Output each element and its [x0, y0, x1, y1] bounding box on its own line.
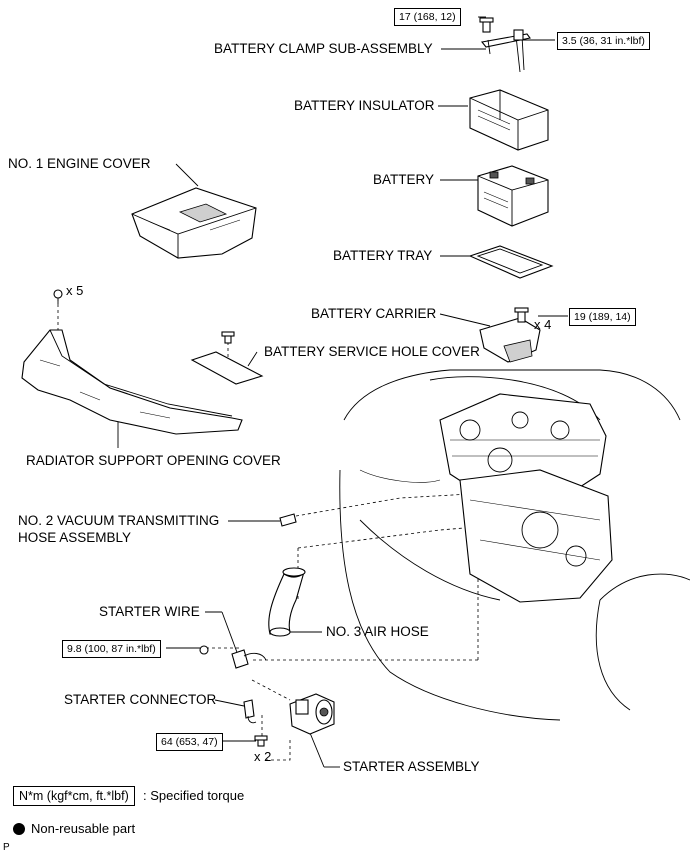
legend-torque-box: N*m (kgf*cm, ft.*lbf): [13, 786, 135, 806]
radiator-cover-drawing: [21, 289, 243, 435]
label-battery-clamp: BATTERY CLAMP SUB-ASSEMBLY: [214, 41, 433, 56]
torque-clamp-bolt: 17 (168, 12): [394, 8, 461, 26]
engine-cover-drawing: [131, 187, 257, 259]
qty-carrier-bolts: x 4: [534, 317, 552, 332]
label-starter-wire: STARTER WIRE: [99, 604, 200, 619]
legend-torque-text: : Specified torque: [143, 788, 245, 803]
label-radiator-support-opening-cover: RADIATOR SUPPORT OPENING COVER: [26, 453, 281, 468]
vacuum-hose-drawing: [279, 513, 297, 527]
label-battery-insulator: BATTERY INSULATOR: [294, 98, 435, 113]
torque-clamp-nut: 3.5 (36, 31 in.*lbf): [557, 32, 650, 50]
label-starter-assembly: STARTER ASSEMBLY: [343, 759, 480, 774]
service-hole-cover-drawing: [190, 331, 264, 385]
engine-and-vehicle-drawing: [339, 369, 690, 721]
qty-starter-bolts: x 2: [254, 749, 272, 764]
battery-drawing: [477, 165, 549, 227]
leader-lines: [117, 16, 568, 768]
starter-wire-drawing: [199, 645, 267, 669]
legend-nonreusable-text: Non-reusable part: [31, 821, 136, 836]
label-battery-tray: BATTERY TRAY: [333, 248, 433, 263]
battery-insulator-drawing: [469, 89, 549, 151]
corner-mark: P: [3, 842, 10, 853]
starter-connector-drawing: [243, 699, 257, 724]
label-no2-vacuum-line2: HOSE ASSEMBLY: [18, 530, 132, 545]
label-starter-connector: STARTER CONNECTOR: [64, 692, 217, 707]
battery-tray-drawing: [468, 245, 554, 279]
label-no3-air-hose: NO. 3 AIR HOSE: [326, 624, 429, 639]
battery-clamp-drawing: [479, 17, 531, 73]
torque-carrier: 19 (189, 14): [569, 308, 636, 326]
air-hose-drawing: [268, 567, 306, 637]
starter-assembly-drawing: [254, 693, 335, 747]
qty-radiator-cover-clips: x 5: [66, 283, 84, 298]
label-battery: BATTERY: [373, 172, 435, 187]
nonreusable-dot-icon: [13, 823, 25, 835]
label-battery-service-hole-cover: BATTERY SERVICE HOLE COVER: [264, 344, 480, 359]
label-no1-engine-cover: NO. 1 ENGINE COVER: [8, 156, 151, 171]
torque-starter-bolt: 64 (653, 47): [156, 733, 223, 751]
torque-starter-wire-nut: 9.8 (100, 87 in.*lbf): [62, 640, 161, 658]
label-battery-carrier: BATTERY CARRIER: [311, 306, 437, 321]
battery-carrier-drawing: [479, 307, 541, 363]
label-no2-vacuum-line1: NO. 2 VACUUM TRANSMITTING: [18, 513, 220, 528]
